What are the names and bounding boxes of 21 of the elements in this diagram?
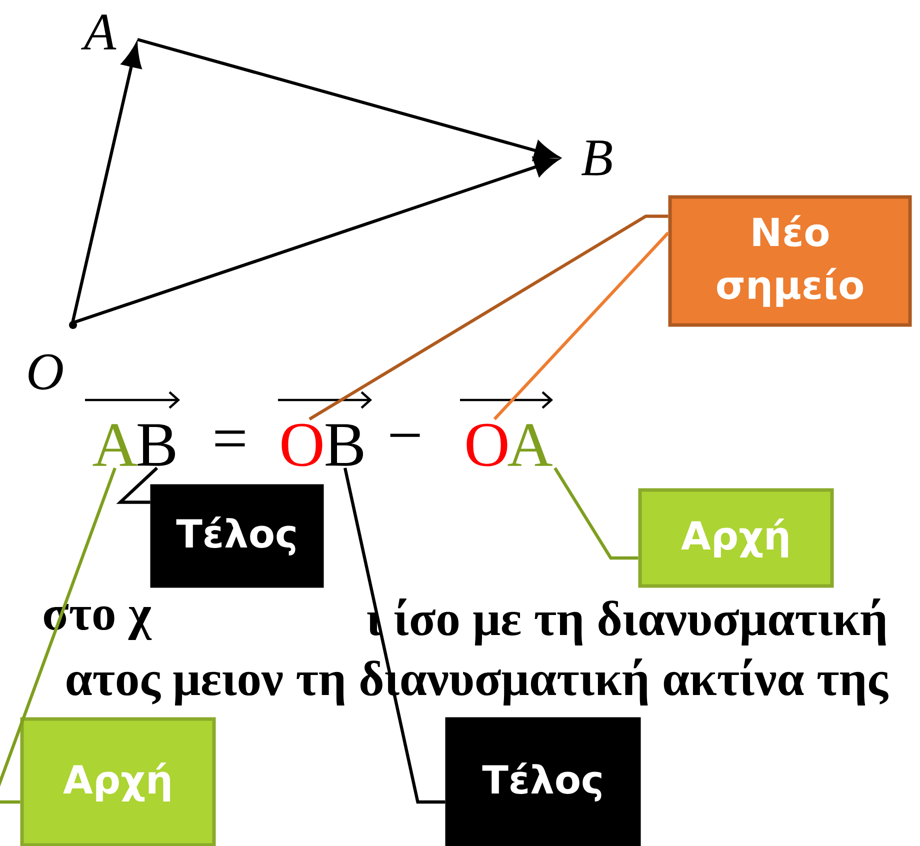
formula-letter: B: [326, 424, 364, 466]
callout-box: Τέλος: [150, 484, 324, 588]
leader-line: [116, 466, 158, 504]
leader-line: [493, 232, 670, 420]
equals-sign: =: [215, 430, 245, 446]
point-label: A: [81, 14, 116, 50]
formula-letter: A: [92, 424, 138, 466]
point-label: O: [28, 354, 63, 390]
formula-letter: B: [138, 424, 176, 466]
callout-box: Νέο σημείο: [668, 195, 912, 327]
callout-box: Τέλος: [445, 717, 641, 846]
leader-line: [343, 468, 446, 804]
leader-line: [554, 467, 638, 560]
formula-letter: A: [508, 424, 552, 466]
minus-sign: −: [390, 434, 420, 437]
leader-line: [0, 467, 116, 804]
callout-box: Αρχή: [638, 488, 834, 588]
formula-letter: O: [466, 424, 508, 466]
callout-box: Αρχή: [20, 717, 216, 846]
formula-letter: O: [282, 424, 322, 466]
point-label: B: [581, 140, 612, 176]
